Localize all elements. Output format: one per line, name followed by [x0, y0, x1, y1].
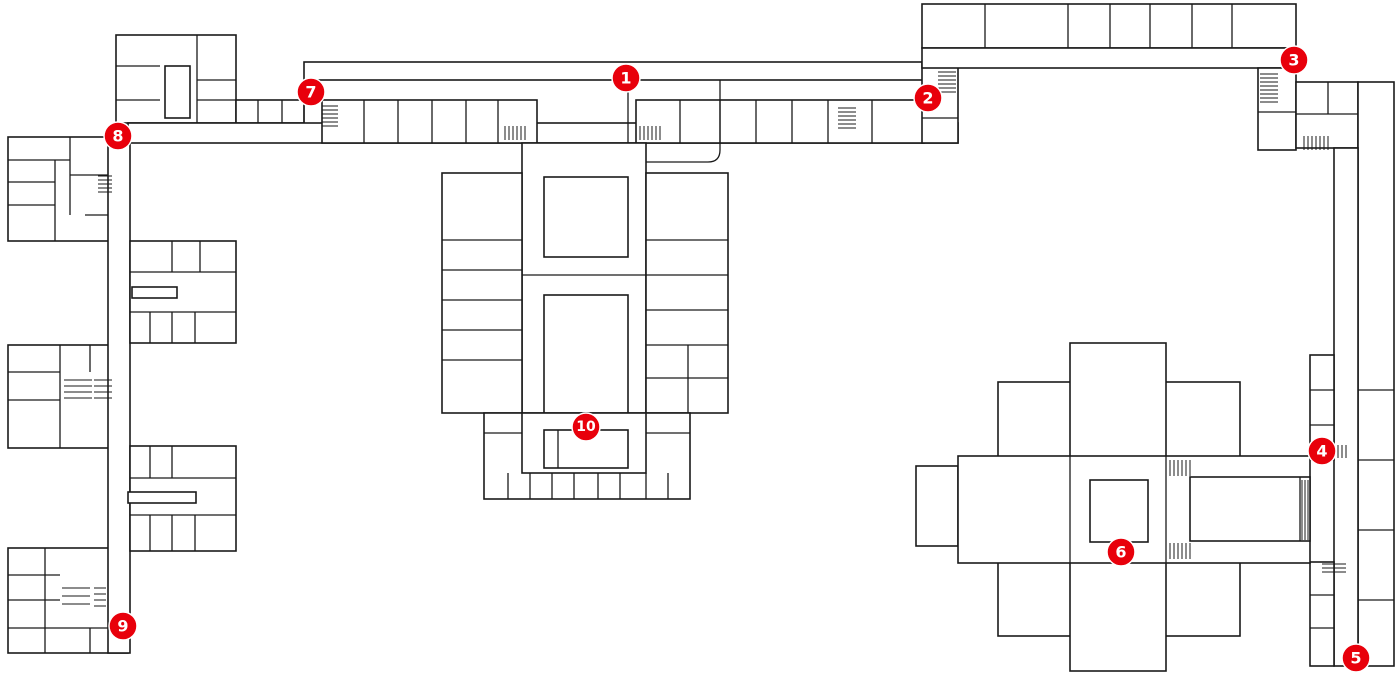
location-markers: 1 2 3 4 5 6 7 8 9 10 [103, 45, 1371, 673]
marker-label: 1 [620, 69, 631, 88]
marker-1: 1 [611, 63, 641, 93]
marker-circle [1279, 45, 1309, 75]
marker-label: 7 [305, 83, 316, 102]
stair-south-east-ramp [1301, 480, 1309, 540]
marker-circle [1106, 537, 1136, 567]
north-west-tower [115, 34, 305, 124]
stair-north-east [838, 107, 856, 129]
marker-4: 4 [1307, 436, 1337, 466]
marker-label: 10 [576, 419, 596, 435]
marker-5: 5 [1341, 643, 1371, 673]
marker-circle [571, 412, 601, 442]
north-east-block [921, 3, 1359, 151]
stair-south-east-bottom [1169, 543, 1191, 559]
marker-2: 2 [913, 83, 943, 113]
marker-label: 9 [117, 617, 128, 636]
stair-east-bottom [1322, 563, 1346, 573]
stair-east-mid [1337, 445, 1347, 458]
west-wing [7, 136, 131, 654]
marker-7: 7 [296, 77, 326, 107]
marker-circle [1307, 436, 1337, 466]
stair-north-centre [639, 126, 661, 140]
marker-9: 9 [108, 611, 138, 641]
marker-3: 3 [1279, 45, 1309, 75]
marker-circle [108, 611, 138, 641]
marker-label: 5 [1350, 649, 1361, 668]
stair-north-mid [504, 126, 526, 140]
marker-label: 3 [1288, 51, 1299, 70]
stair-north-west [322, 105, 338, 127]
marker-circle [611, 63, 641, 93]
marker-label: 8 [112, 127, 123, 146]
marker-6: 6 [1106, 537, 1136, 567]
central-building [441, 142, 729, 500]
stair-east-top [1303, 136, 1329, 150]
stair-link-east [1260, 73, 1278, 103]
marker-label: 4 [1316, 442, 1327, 461]
east-wing [1309, 81, 1395, 667]
stair-symbols [62, 71, 1347, 607]
stair-link-west [938, 71, 956, 93]
stair-west-top [98, 175, 112, 193]
stair-south-east-top [1169, 460, 1191, 476]
south-east-building [915, 342, 1311, 672]
marker-8: 8 [103, 121, 133, 151]
marker-circle [296, 77, 326, 107]
marker-label: 6 [1115, 543, 1126, 562]
marker-label: 2 [922, 89, 933, 108]
marker-circle [103, 121, 133, 151]
marker-circle [913, 83, 943, 113]
west-side-blocks [127, 240, 237, 552]
stair-west-mid [64, 379, 112, 399]
marker-10: 10 [571, 412, 601, 442]
stair-west-bottom [62, 587, 106, 607]
marker-circle [1341, 643, 1371, 673]
